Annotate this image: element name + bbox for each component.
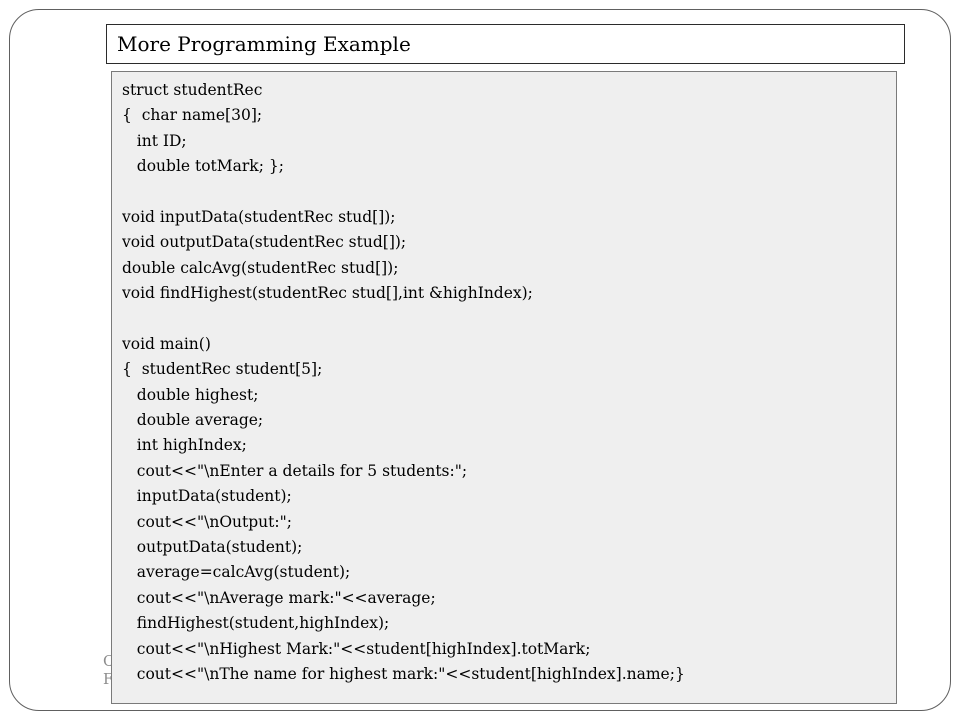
code-line: double calcAvg(studentRec stud[]);: [122, 258, 399, 277]
code-line: findHighest(student,highIndex);: [122, 614, 390, 633]
code-line: outputData(student);: [122, 538, 303, 557]
code-line: cout<<"\nThe name for highest mark:"<<st…: [122, 664, 685, 683]
code-line: struct studentRec: [122, 81, 263, 99]
slide-title: More Programming Example: [106, 24, 905, 64]
code-line: inputData(student);: [122, 487, 292, 506]
code-line: average=calcAvg(student);: [122, 563, 351, 582]
code-line: double highest;: [122, 385, 259, 404]
slide-frame: [9, 9, 951, 711]
code-line: void main(): [122, 334, 211, 353]
code-line: double totMark; };: [122, 157, 284, 176]
footer-fragment: F: [103, 670, 114, 688]
code-line: double average;: [122, 411, 264, 430]
code-line: void inputData(studentRec stud[]);: [122, 207, 396, 226]
code-line: void outputData(studentRec stud[]);: [122, 233, 407, 252]
code-line: { char name[30];: [122, 106, 263, 125]
code-line: cout<<"\nHighest Mark:"<<student[highInd…: [122, 639, 591, 658]
code-line: cout<<"\nEnter a details for 5 students:…: [122, 461, 468, 480]
code-line: cout<<"\nAverage mark:"<<average;: [122, 588, 436, 607]
code-line: void findHighest(studentRec stud[],int &…: [122, 284, 533, 303]
code-line: cout<<"\nOutput:";: [122, 512, 292, 531]
code-line: { studentRec student[5];: [122, 360, 323, 379]
code-line: [122, 180, 886, 205]
code-line: [122, 307, 886, 332]
code-line: int ID;: [122, 131, 187, 150]
code-block: struct studentRec { char name[30]; int I…: [111, 71, 897, 704]
footer-fragment: C: [103, 652, 115, 670]
code-line: int highIndex;: [122, 436, 247, 455]
